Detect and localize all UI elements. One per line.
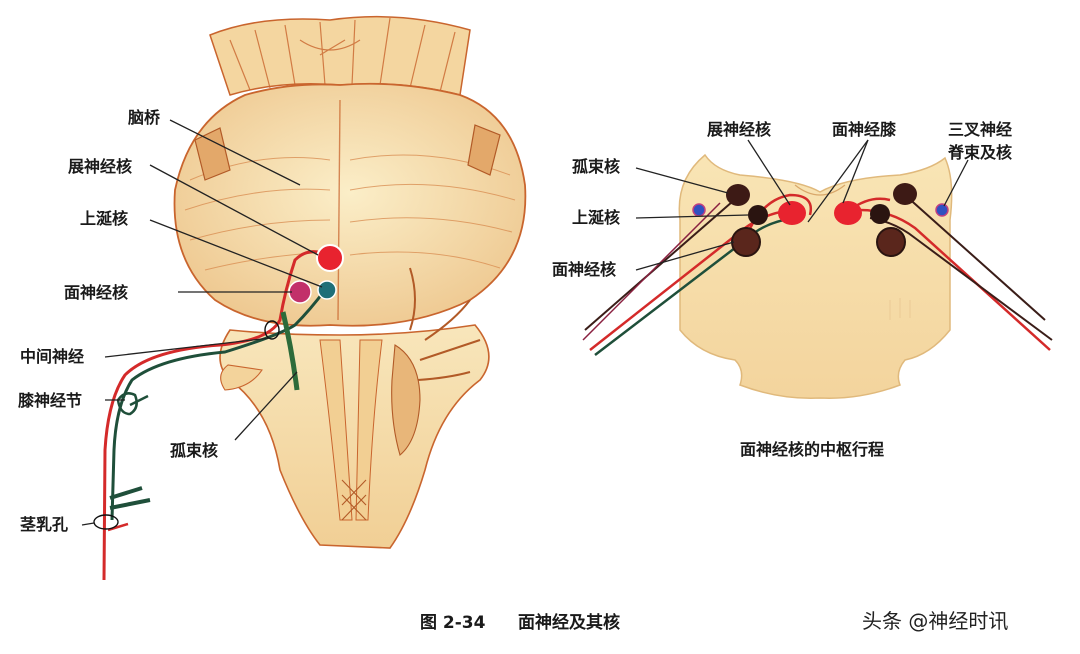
abducens-nucleus-left xyxy=(316,244,344,272)
facial-nucleus-right-panel-left xyxy=(731,227,761,257)
label-superior-salivatory-nucleus: 上涎核 xyxy=(80,209,128,228)
pons xyxy=(173,82,527,327)
facial-nucleus-left xyxy=(288,280,312,304)
left-labels: 脑桥 展神经核 上涎核 面神经核 中间神经 膝神经节 孤束核 茎乳孔 xyxy=(18,108,218,534)
left-leader-lines xyxy=(81,119,323,526)
right-panel-caption: 面神经核的中枢行程 xyxy=(740,440,884,459)
facial-nucleus-right-panel-right xyxy=(876,227,906,257)
medulla xyxy=(219,324,490,549)
solitary-tract xyxy=(280,311,300,391)
right-labels: 展神经核 面神经膝 三叉神经 脊束及核 孤束核 上涎核 面神经核 面神经核的中枢… xyxy=(552,120,1012,459)
label-trigeminal-line1: 三叉神经 xyxy=(948,120,1012,139)
trigeminal-nerve-right xyxy=(467,124,501,176)
label-facial-nucleus: 面神经核 xyxy=(64,283,128,302)
label-abducens-nucleus: 展神经核 xyxy=(68,157,132,176)
pyramid-right xyxy=(355,339,383,521)
abducens-nucleus-right-panel-left xyxy=(778,201,806,225)
solitary-nucleus-right-panel-left xyxy=(726,184,750,206)
trigeminal-nucleus-right-panel-right xyxy=(935,203,949,217)
right-leader-lines xyxy=(635,139,969,271)
label-solitary-nucleus: 孤束核 xyxy=(170,441,218,460)
solitary-nucleus-right-panel-right xyxy=(893,183,917,205)
figure-caption: 图 2-34 面神经及其核 xyxy=(420,612,620,633)
olive-right xyxy=(391,344,421,456)
watermark-text: 头条 @神经时讯 xyxy=(862,609,1008,633)
superior-salivatory-nucleus-right-panel-right xyxy=(870,204,890,224)
trigeminal-nucleus-right-panel-left xyxy=(692,203,706,217)
label-pons: 脑桥 xyxy=(128,108,161,127)
label-superior-salivatory-nucleus-right: 上涎核 xyxy=(572,208,620,227)
label-facial-genu: 面神经膝 xyxy=(832,120,897,139)
superior-salivatory-nucleus-left xyxy=(317,280,337,300)
label-trigeminal-line2: 脊束及核 xyxy=(947,143,1012,162)
label-intermediate-nerve: 中间神经 xyxy=(20,347,84,366)
figure-number: 图 2-34 xyxy=(420,613,486,633)
cerebral-peduncle-fibers xyxy=(209,15,471,96)
abducens-nucleus-right-panel-right xyxy=(834,201,862,225)
lateral-flange-left xyxy=(220,364,263,391)
greater-petrosal-branch xyxy=(129,394,149,407)
cross-section-nuclei xyxy=(692,183,949,257)
superior-salivatory-nucleus-right-panel-left xyxy=(748,205,768,225)
trigeminal-nerve-left xyxy=(194,127,231,181)
intermediate-nerve-fiber xyxy=(110,289,327,521)
label-solitary-nucleus-right: 孤束核 xyxy=(572,157,620,176)
label-facial-nucleus-right: 面神经核 xyxy=(552,260,616,279)
label-abducens-nucleus-right: 展神经核 xyxy=(707,120,771,139)
pyramid-left xyxy=(319,339,353,521)
label-stylomastoid-foramen: 茎乳孔 xyxy=(20,515,68,534)
brainstem-illustration xyxy=(173,15,527,549)
figure-title: 面神经及其核 xyxy=(518,612,620,633)
label-geniculate-ganglion: 膝神经节 xyxy=(18,391,82,410)
